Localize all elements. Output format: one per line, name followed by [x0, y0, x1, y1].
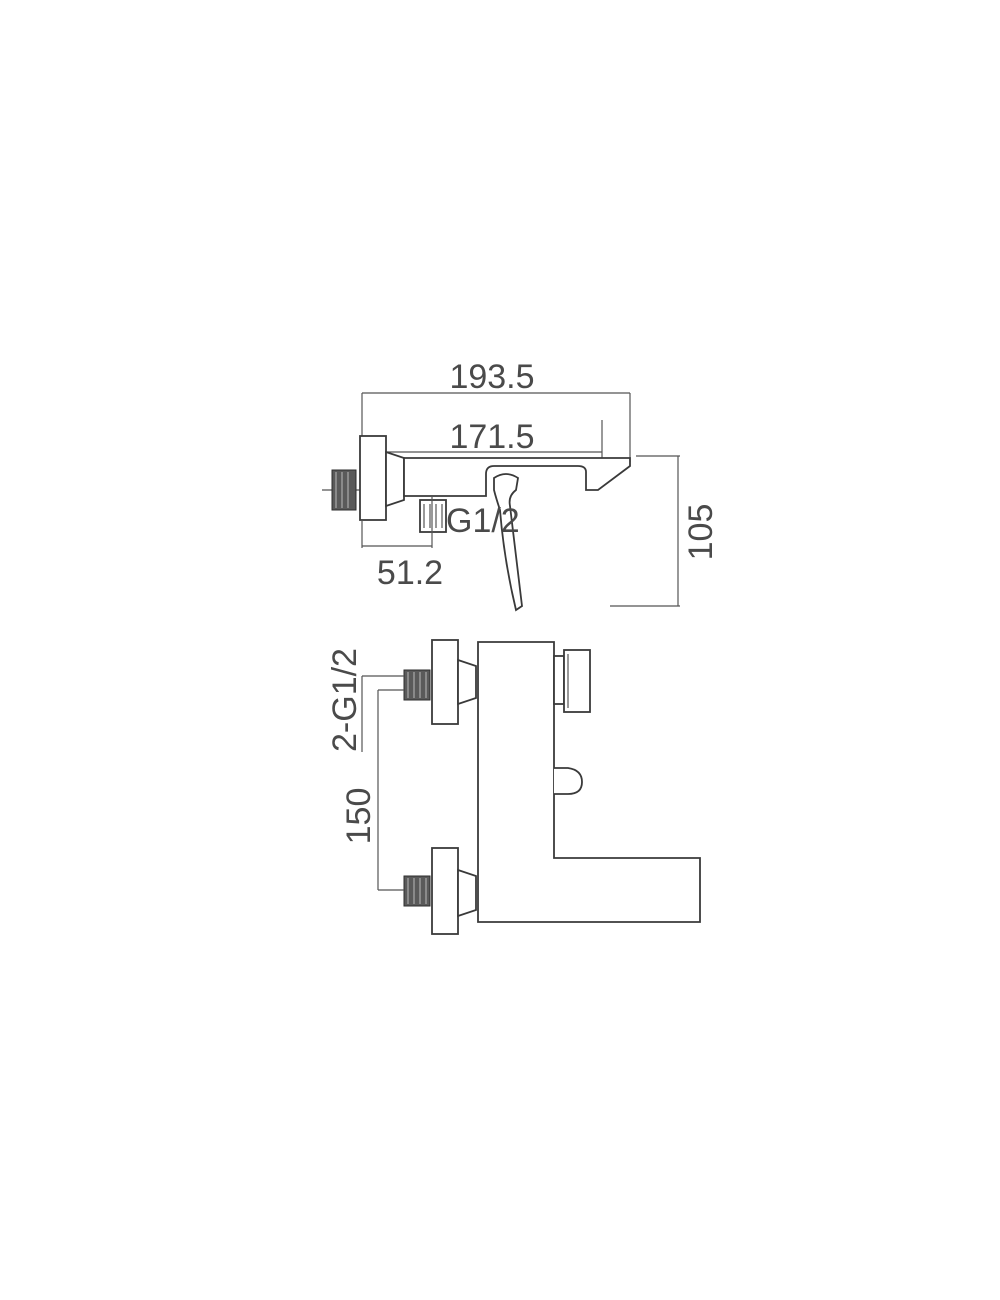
dimension-outlet-offset: 51.2 [361, 520, 443, 592]
side-inlet-thread [322, 469, 362, 511]
dimension-inlet-spacing: 150 [340, 689, 404, 891]
side-lever-handle [493, 473, 523, 612]
dimension-overall-length: 193.5 [361, 358, 631, 462]
front-view: 2-G1/2 150 [326, 639, 701, 935]
front-lower-inlet [403, 847, 477, 935]
dimension-height: 105 [610, 455, 720, 607]
dim-label-51-2: 51.2 [377, 554, 443, 592]
front-diverter-knob [554, 767, 583, 795]
front-upper-inlet [403, 639, 477, 725]
side-outlet-connector: G1/2 [419, 496, 520, 548]
dim-label-105: 105 [682, 504, 720, 561]
side-eccentric-nut [385, 450, 405, 508]
dimension-spout-reach: 171.5 [362, 418, 603, 486]
side-mixer-body-spout [403, 457, 631, 497]
front-cartridge-cap [553, 649, 591, 713]
dim-label-g1-2: G1/2 [446, 502, 520, 540]
side-wall-flange [359, 435, 387, 521]
dim-label-171-5: 171.5 [449, 418, 534, 456]
dim-label-193-5: 193.5 [449, 358, 534, 396]
front-mixer-body [477, 641, 701, 923]
dim-label-150: 150 [340, 788, 378, 845]
dimension-inlet-thread: 2-G1/2 [326, 648, 404, 752]
side-view: 193.5 171.5 [322, 358, 720, 612]
dim-label-2-g1-2: 2-G1/2 [326, 648, 364, 752]
